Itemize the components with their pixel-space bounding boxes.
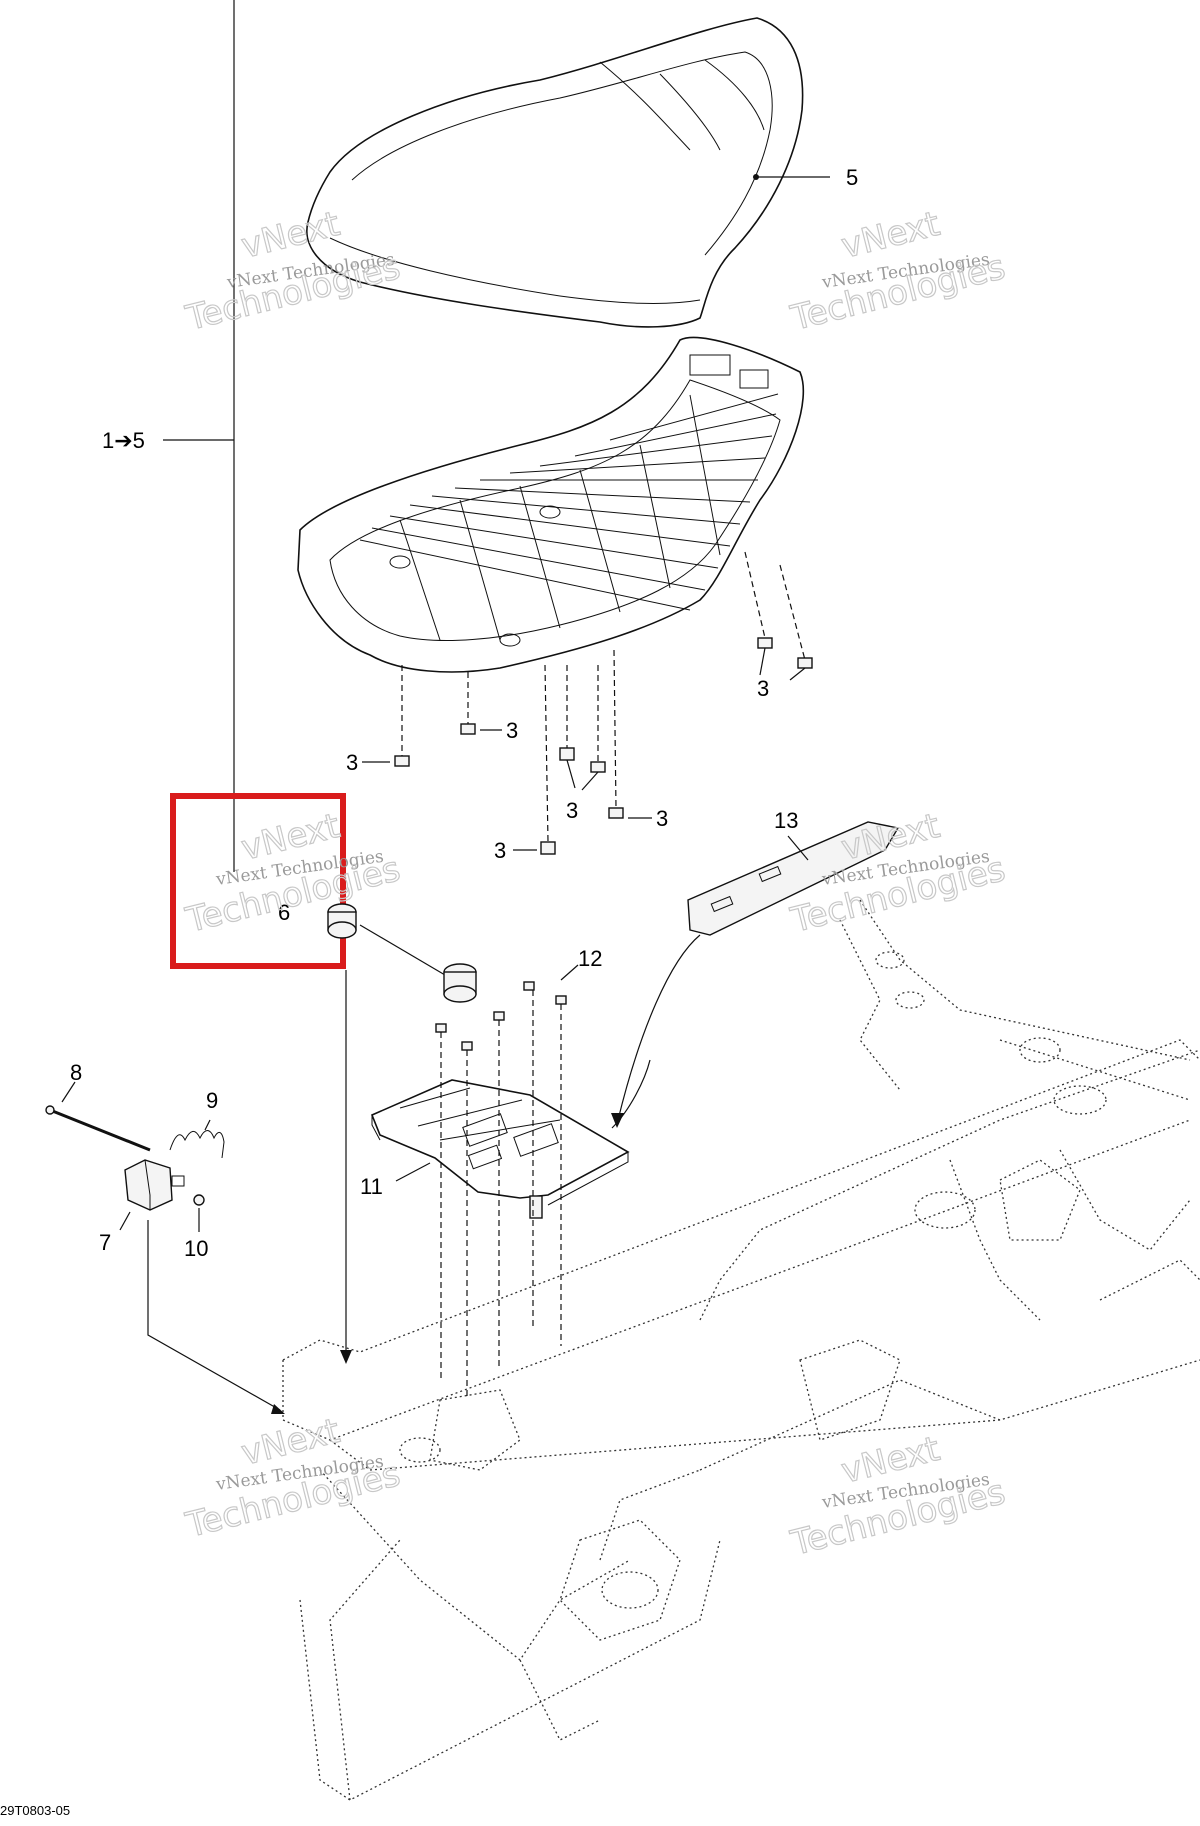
seat-cover[interactable] <box>306 17 804 328</box>
latch-7[interactable] <box>124 1159 185 1211</box>
watermark-top-right: vNext Technologies vNext Technologies <box>786 203 1010 339</box>
bracket-plate-11[interactable] <box>370 1079 630 1219</box>
fastener-nut[interactable] <box>394 755 410 767</box>
fastener-bolt[interactable] <box>559 747 575 761</box>
fastener-nut[interactable] <box>757 637 773 649</box>
callout-13: 13 <box>774 808 798 833</box>
grommet-6[interactable] <box>327 903 477 1003</box>
callout-3: 3 <box>566 798 578 823</box>
callout-3: 3 <box>494 838 506 863</box>
callout-5: 5 <box>846 165 858 190</box>
figure-code: 29T0803-05 <box>0 1803 70 1818</box>
watermark-mid-left: vNext Technologies vNext Technologies <box>181 805 405 941</box>
seat-base[interactable] <box>297 336 805 673</box>
svg-text:Technologies: Technologies <box>787 247 1010 339</box>
pad-13[interactable] <box>687 821 900 936</box>
mounting-drop-lines <box>440 990 562 1396</box>
callout-7: 7 <box>99 1230 111 1255</box>
callout-10: 10 <box>184 1236 208 1261</box>
callout-group-range: 1➔5 <box>102 428 145 453</box>
washer-10[interactable] <box>193 1194 205 1206</box>
callout-11: 11 <box>360 1174 383 1199</box>
fastener-nut[interactable] <box>460 723 476 735</box>
vehicle-frame <box>282 899 1200 1801</box>
callout-3: 3 <box>346 750 358 775</box>
fasteners-group: 3 3 3 3 3 3 <box>346 551 813 863</box>
svg-text:Technologies: Technologies <box>182 247 405 339</box>
callout-12: 12 <box>578 946 602 971</box>
callout-3: 3 <box>656 806 668 831</box>
callout-6: 6 <box>278 900 290 925</box>
callout-3: 3 <box>757 676 769 701</box>
fastener-nut[interactable] <box>797 657 813 669</box>
callout-8: 8 <box>70 1060 82 1085</box>
fastener-bolt[interactable] <box>540 841 556 855</box>
fastener-nut[interactable] <box>590 761 606 773</box>
callout-9: 9 <box>206 1088 218 1113</box>
group-bracket <box>163 0 235 872</box>
spring-9[interactable] <box>169 1130 225 1159</box>
pin-8[interactable] <box>49 1108 151 1152</box>
callout-3: 3 <box>506 718 518 743</box>
highlight-box <box>170 793 346 969</box>
watermark-bottom-right: vNext Technologies vNext Technologies <box>786 1428 1010 1564</box>
fastener-nut[interactable] <box>608 807 624 819</box>
